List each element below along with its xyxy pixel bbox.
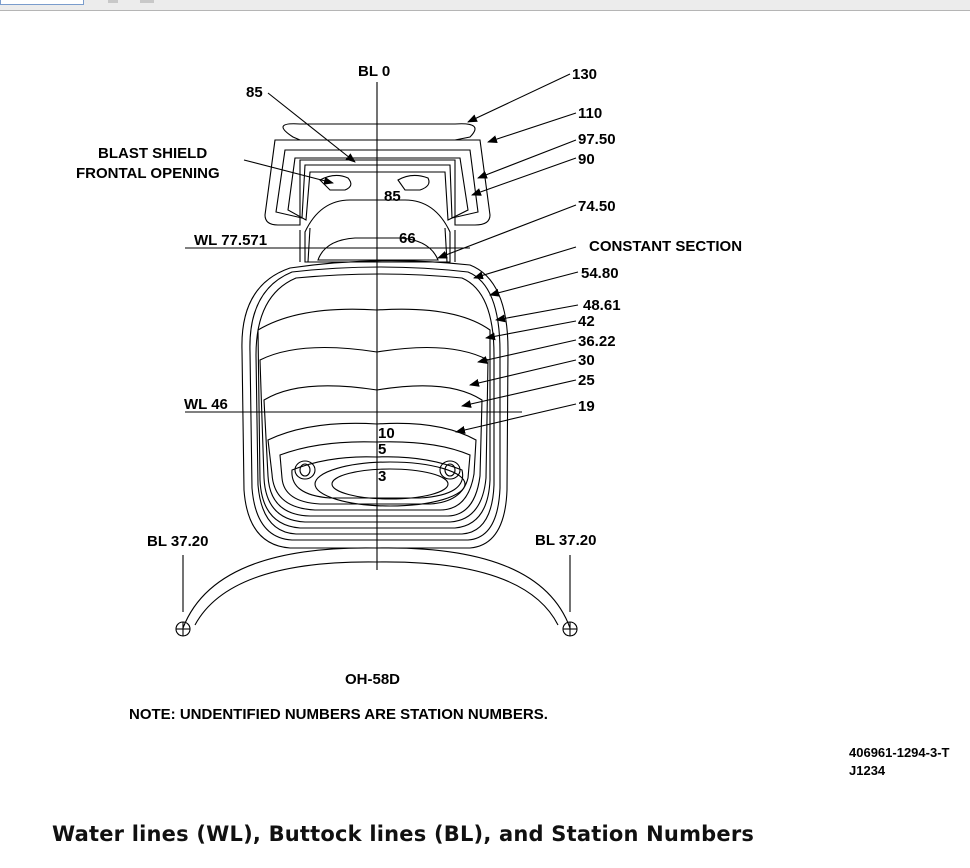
note-text: NOTE: UNDENTIFIED NUMBERS ARE STATION NU…	[129, 706, 548, 723]
station-130-outline	[282, 123, 476, 141]
station-90-outline	[287, 157, 469, 221]
station-19-outline	[267, 422, 477, 511]
wl-77-571-label: WL 77.571	[194, 232, 267, 249]
toolbar-button-fragment[interactable]	[108, 0, 118, 3]
bl-37-20-right-label: BL 37.20	[535, 532, 596, 549]
skid-outline-inner	[194, 561, 559, 626]
blast-shield-label-line2: FRONTAL OPENING	[76, 165, 220, 182]
station-3-label: 3	[378, 468, 386, 485]
window-toolbar-strip	[0, 0, 970, 11]
station-85-inner-label: 85	[384, 188, 401, 205]
drawing-code: J1234	[849, 763, 886, 778]
station-5-outline	[291, 456, 464, 499]
station-5-label: 5	[378, 441, 386, 458]
bl-37-20-left-label: BL 37.20	[147, 533, 208, 550]
model-label: OH-58D	[345, 671, 400, 688]
leader-25	[461, 379, 577, 408]
leader-42	[485, 320, 577, 341]
toolbar-input-fragment[interactable]	[0, 0, 84, 5]
station-90-label: 90	[578, 151, 595, 168]
leader-48-61	[495, 304, 579, 323]
left-opening	[294, 460, 316, 480]
figure-caption: Water lines (WL), Buttock lines (BL), an…	[52, 822, 755, 846]
station-36-22-outline	[257, 308, 491, 529]
leader-110	[487, 112, 577, 143]
station-25-outline	[263, 385, 483, 517]
station-36-22-label: 36.22	[578, 333, 616, 350]
leader-97-50	[477, 139, 577, 179]
drawing-number: 406961-1294-3-T	[849, 745, 950, 760]
station-42-label: 42	[578, 313, 595, 330]
bl-0-label: BL 0	[358, 63, 390, 80]
leader-19	[455, 403, 577, 434]
toolbar-button-fragment[interactable]	[140, 0, 154, 3]
station-54-80-outline	[241, 260, 509, 549]
constant-section-label: CONSTANT SECTION	[589, 238, 742, 255]
station-97-50-outline	[275, 149, 479, 219]
skid-outline-outer	[182, 547, 571, 629]
leader-130	[467, 73, 571, 123]
leader-54-80	[489, 271, 579, 297]
station-48-61-label: 48.61	[583, 297, 621, 314]
station-42-outline	[255, 273, 495, 535]
blast-shield-opening	[319, 174, 352, 191]
station-30-label: 30	[578, 352, 595, 369]
station-10-label: 10	[378, 425, 395, 442]
leader-85-left	[267, 92, 356, 163]
blast-shield-opening-right	[397, 174, 430, 191]
station-10-outline	[279, 441, 471, 505]
station-97-50-label: 97.50	[578, 131, 616, 148]
leader-blast-shield	[243, 159, 334, 185]
station-48-61-outline	[249, 266, 501, 541]
station-54-80-label: 54.80	[581, 265, 619, 282]
right-opening	[439, 460, 461, 480]
station-85-left-label: 85	[246, 84, 263, 101]
leader-36-22	[477, 339, 577, 364]
station-85-inner-outline	[304, 199, 451, 263]
blast-shield-label-line1: BLAST SHIELD	[98, 145, 207, 162]
wl-46-label: WL 46	[184, 396, 228, 413]
station-3-outline	[331, 468, 449, 500]
leader-74-50	[437, 204, 577, 259]
station-66-outline	[317, 237, 439, 261]
station-110-label: 110	[578, 105, 602, 122]
station-130-label: 130	[572, 66, 597, 83]
leader-30	[469, 359, 577, 387]
station-3-outer-outline	[314, 461, 466, 507]
station-110-outline	[264, 139, 491, 226]
station-74-50-label: 74.50	[578, 198, 616, 215]
leader-constant-section	[473, 246, 577, 280]
station-66-label: 66	[399, 230, 416, 247]
station-25-label: 25	[578, 372, 595, 389]
station-19-label: 19	[578, 398, 595, 415]
leader-90	[471, 157, 577, 196]
